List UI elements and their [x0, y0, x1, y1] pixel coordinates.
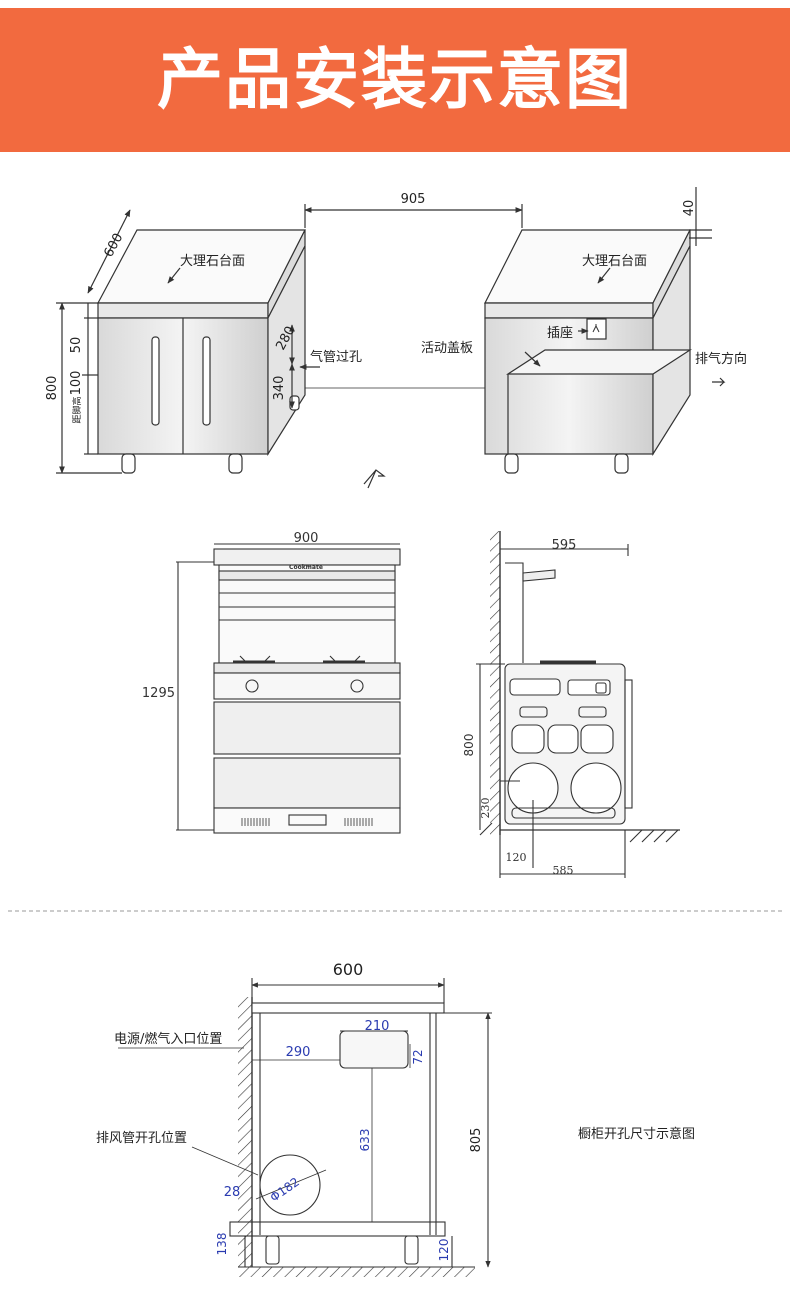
front-dim-1295: 1295 [142, 686, 175, 701]
cutout-dim-28: 28 [224, 1185, 241, 1200]
label-pipe-hole: 气管过孔 [310, 349, 362, 365]
right-cabinet [484, 229, 693, 474]
cutout-dim-600: 600 [333, 960, 364, 979]
cutout-dim-120: 120 [437, 1239, 451, 1262]
label-power-gas-entry: 电源/燃气入口位置 [114, 1031, 222, 1047]
front-view-diagram [176, 543, 401, 834]
up-arrow-icon [363, 469, 386, 489]
label-marble-right: 大理石台面 [582, 254, 647, 269]
label-exhaust-direction: 排气方向 [695, 351, 747, 367]
cabinet-perspective-labels: 905 40 600 800 50 100 距脚高 280 340 大理石台面 … [45, 192, 747, 424]
dim-50: 50 [69, 337, 84, 354]
side-dim-120: 120 [506, 851, 527, 864]
side-dim-595: 595 [552, 538, 577, 553]
dim-100: 100 [69, 371, 84, 396]
left-cabinet [96, 229, 306, 474]
side-view-diagram [476, 531, 680, 878]
label-exhaust-hole: 排风管开孔位置 [96, 1131, 187, 1146]
exhaust-arrow-icon [712, 377, 726, 387]
header-banner: 产品安装示意图 [0, 8, 790, 152]
leg-height-label: 距脚高 [71, 396, 83, 423]
dim-600: 600 [101, 231, 126, 260]
brand-logo: Cookmate [289, 564, 323, 571]
cutout-dim-290: 290 [286, 1045, 311, 1060]
cutout-dim-633: 633 [358, 1129, 372, 1152]
cutout-dim-805: 805 [469, 1128, 484, 1153]
dim-40: 40 [682, 200, 697, 217]
label-movable-cover: 活动盖板 [421, 341, 473, 356]
page-title: 产品安装示意图 [157, 41, 633, 118]
label-marble-left: 大理石台面 [180, 254, 245, 269]
cutout-dim-210: 210 [365, 1019, 390, 1034]
cabinet-perspective-diagram [56, 187, 726, 489]
side-view-labels: 595 800 230 120 585 [462, 538, 576, 877]
dim-800: 800 [45, 376, 60, 401]
cutout-caption: 橱柜开孔尺寸示意图 [578, 1126, 695, 1142]
dim-340: 340 [272, 376, 287, 401]
side-dim-585: 585 [553, 864, 574, 877]
dim-905: 905 [401, 192, 426, 207]
cutout-labels: 600 210 290 72 633 805 28 Φ182 138 120 电… [96, 960, 695, 1261]
label-socket: 插座 [547, 326, 573, 341]
cutout-dim-138: 138 [215, 1233, 229, 1256]
front-view-labels: 900 1295 Cookmate [142, 531, 323, 701]
front-dim-900: 900 [294, 531, 319, 546]
cutout-dim-72: 72 [411, 1049, 425, 1064]
cutout-diagram [118, 978, 492, 1277]
side-dim-230: 230 [479, 798, 492, 819]
side-dim-800: 800 [462, 734, 476, 757]
